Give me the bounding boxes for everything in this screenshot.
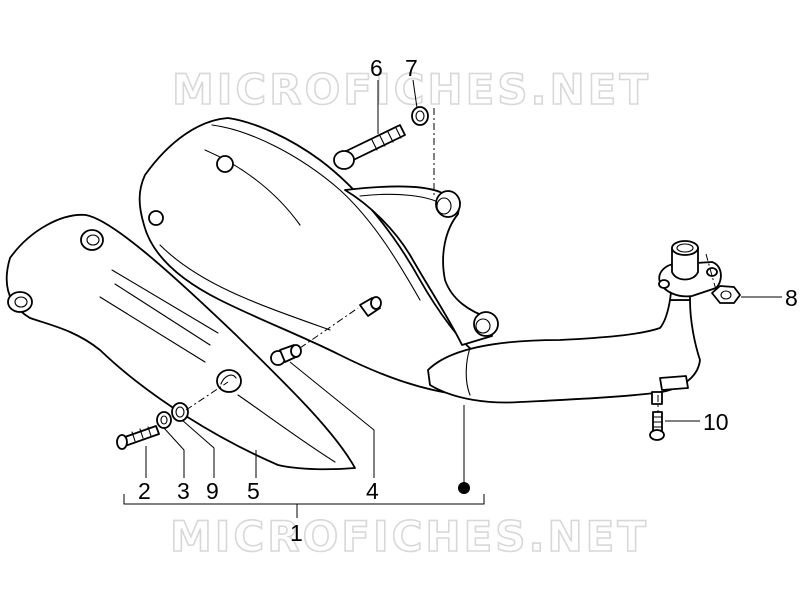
grommet [359, 296, 382, 317]
callout-7: 7 [405, 55, 418, 81]
callout-5: 5 [247, 478, 260, 504]
callout-8: 8 [785, 285, 798, 311]
leader-9 [181, 419, 215, 478]
leader-4 [289, 361, 375, 478]
bushing-4 [270, 344, 302, 366]
callout-3: 3 [177, 478, 190, 504]
callout-1: 1 [290, 520, 303, 546]
callout-6: 6 [370, 55, 383, 81]
axis-screw [185, 381, 229, 411]
assembly-dot [458, 482, 470, 494]
exhaust-pipe [427, 240, 722, 405]
callout-4: 4 [366, 478, 379, 504]
watermark-top: MICROFICHES.NET [172, 65, 651, 114]
mounting-bracket [344, 185, 499, 346]
leader-7 [412, 79, 418, 109]
bolt-6 [333, 124, 406, 170]
watermark-bottom: MICROFICHES.NET [170, 512, 649, 561]
axis-nut [705, 253, 717, 291]
washer-9 [171, 402, 189, 422]
callout-2: 2 [138, 478, 151, 504]
callout-10: 10 [703, 409, 729, 435]
bolt-10 [649, 411, 665, 441]
heat-shield-back [5, 214, 356, 471]
washer-7 [411, 106, 429, 126]
nut-8 [711, 285, 741, 304]
screw-2 [116, 425, 160, 450]
axis-grommet [299, 307, 359, 349]
callout-9: 9 [206, 478, 219, 504]
washer-3 [156, 411, 172, 429]
assembly-bracket [123, 494, 485, 518]
leader-3 [163, 427, 185, 478]
